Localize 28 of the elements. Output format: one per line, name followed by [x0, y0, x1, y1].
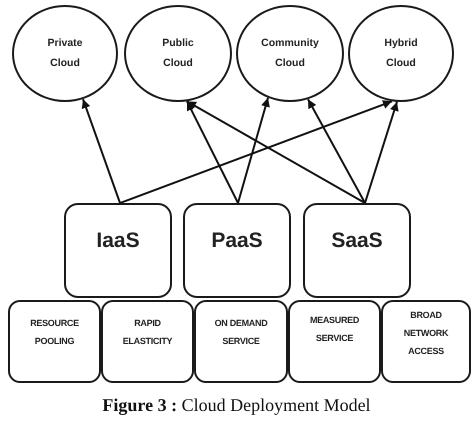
node-label: Community Cloud	[261, 36, 319, 71]
node-label: BROAD NETWORK ACCESS	[402, 309, 450, 358]
arrow	[186, 100, 366, 204]
arrow	[120, 100, 392, 204]
node-label: PaaS	[210, 229, 264, 253]
feature-box	[194, 300, 288, 383]
node-label: IaaS	[95, 229, 141, 253]
feature-box	[8, 300, 101, 383]
node-label: Public Cloud	[162, 36, 194, 71]
node-label: SaaS	[330, 229, 384, 253]
arrow	[82, 98, 121, 204]
node-label: Private Cloud	[47, 36, 83, 71]
arrow	[237, 98, 270, 204]
arrow	[364, 102, 399, 204]
feature-box	[381, 300, 471, 383]
service-box	[303, 203, 411, 298]
arrow	[186, 100, 239, 204]
arrow	[307, 98, 366, 204]
feature-box	[101, 300, 194, 383]
node-label: ON DEMAND SERVICE	[214, 317, 268, 348]
service-box	[183, 203, 291, 298]
node-label: Hybrid Cloud	[384, 36, 418, 71]
service-box	[64, 203, 172, 298]
node-label: RESOURCE POOLING	[29, 317, 80, 348]
node-label: MEASURED SERVICE	[308, 314, 360, 345]
figure-caption: Figure 3 : Cloud Deployment Model	[101, 395, 372, 416]
feature-box	[288, 300, 381, 383]
node-label: RAPID ELASTICITY	[122, 317, 174, 348]
